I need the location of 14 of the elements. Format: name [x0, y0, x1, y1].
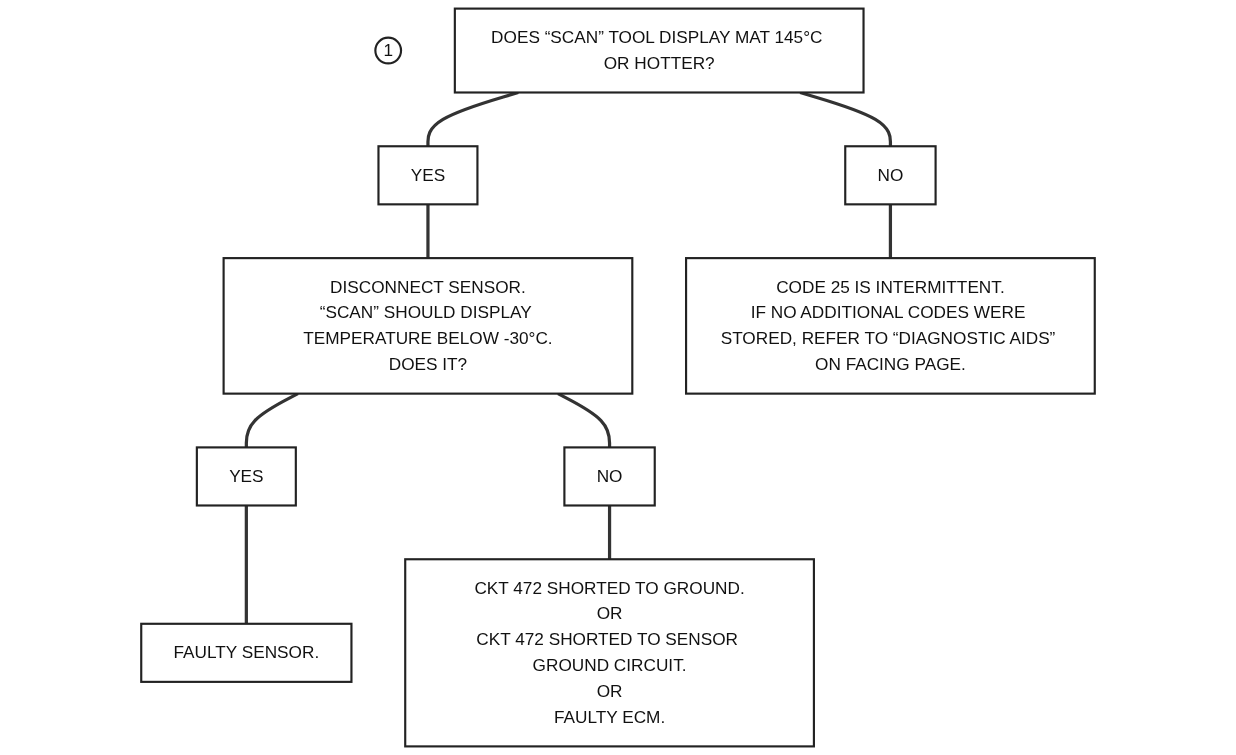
- node-circle: 1: [374, 36, 403, 65]
- node-box: DISCONNECT SENSOR. “SCAN” SHOULD DISPLAY TEMPERATURE BELOW -30°C. DOES IT?: [222, 257, 634, 395]
- node-box: DOES “SCAN” TOOL DISPLAY MAT 145°C OR HOTTER?: [453, 7, 865, 94]
- node-box: FAULTY SENSOR.: [140, 622, 353, 683]
- connector: [244, 505, 248, 624]
- connector: [426, 204, 430, 259]
- node-box: NO: [844, 145, 937, 206]
- node-box: NO: [563, 446, 656, 507]
- connector: [888, 204, 893, 259]
- node-box: CODE 25 IS INTERMITTENT. IF NO ADDITIONAL CODES WERE STORED, REFER TO “DIAGNOSTIC AIDS” ON FACING PAGE.: [685, 257, 1096, 395]
- node-box: YES: [195, 446, 297, 507]
- connector: [607, 505, 612, 560]
- node-box: CKT 472 SHORTED TO GROUND. OR CKT 472 SHORTED TO SENSOR GROUND CIRCUIT. OR FAULTY ECM.: [404, 558, 815, 748]
- node-box: YES: [377, 145, 479, 206]
